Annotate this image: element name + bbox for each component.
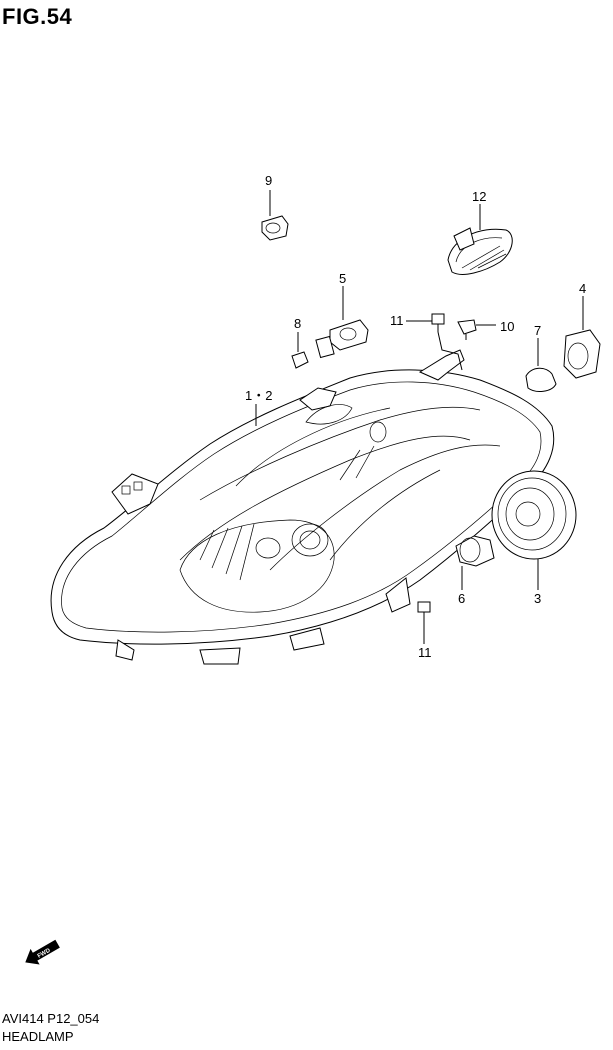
callout-11-lower: 11 [418,645,432,660]
part-5-bulb-socket[interactable] [315,319,369,359]
callout-labels: 9 12 5 4 8 11 10 7 1・2 3 6 11 [245,173,586,660]
callout-10: 10 [500,319,514,334]
part-9-socket[interactable] [261,215,289,241]
diagram-code: AVI414 P12_054 [2,1011,100,1026]
part-11-screw-upper[interactable] [431,313,445,332]
callout-3: 3 [534,591,541,606]
part-7-bulb[interactable] [525,367,557,392]
callout-12: 12 [472,189,486,204]
part-10-clip[interactable] [457,319,477,340]
callout-6: 6 [458,591,465,606]
part-6-headlight-bulb[interactable] [455,535,495,567]
callout-5: 5 [339,271,346,286]
figure-title: FIG.54 [2,4,73,29]
fwd-arrow-icon: FWD [25,939,60,965]
callout-1-2: 1・2 [245,388,272,403]
callout-11-upper: 11 [390,313,404,328]
callout-9: 9 [265,173,272,188]
part-4-turn-socket[interactable] [563,329,601,379]
callout-7: 7 [534,323,541,338]
part-11-screw-lower[interactable] [417,601,431,622]
part-8-bulb[interactable] [291,351,309,369]
callout-8: 8 [294,316,301,331]
part-3-rubber-cap[interactable] [491,470,577,560]
part-12-side-marker[interactable] [447,227,513,275]
leader-lines [255,190,584,644]
callout-4: 4 [579,281,586,296]
diagram-name: HEADLAMP [2,1029,74,1044]
headlamp-housing[interactable] [50,349,555,665]
